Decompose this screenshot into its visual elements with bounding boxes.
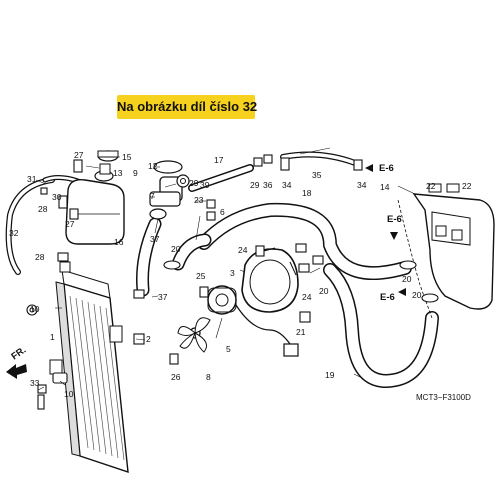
- callout-2: 2: [146, 334, 151, 344]
- diagram-code: MCT3−F3100D: [416, 393, 471, 402]
- ref-e6-top-label: E-6: [379, 163, 394, 174]
- callout-24-a: 24: [238, 245, 248, 255]
- callout-28-a: 28: [38, 204, 48, 214]
- callout-3: 3: [230, 268, 235, 278]
- callout-1: 1: [50, 332, 55, 342]
- ref-e6-mid-label: E-6: [387, 214, 402, 225]
- callout-14: 14: [380, 182, 390, 192]
- callout-30: 30: [52, 192, 62, 202]
- hose-20-elbow: [171, 233, 212, 271]
- callout-8: 8: [206, 372, 211, 382]
- callout-16: 16: [114, 237, 124, 247]
- callout-34-b: 34: [357, 180, 367, 190]
- callout-37-a: 37: [150, 234, 160, 244]
- callout-26: 26: [171, 372, 181, 382]
- callout-34-a: 34: [282, 180, 292, 190]
- front-marker-label: FR.: [9, 345, 28, 363]
- callout-37-b: 37: [158, 292, 168, 302]
- dashed-boundary: [397, 199, 433, 319]
- callout-32: 32: [9, 228, 19, 238]
- callout-21: 21: [296, 327, 306, 337]
- callout-39: 39: [200, 180, 210, 190]
- ref-e6-top: E-6: [365, 163, 394, 174]
- reserve-tank: [65, 163, 125, 245]
- callout-24-b: 24: [302, 292, 312, 302]
- callout-15: 15: [122, 152, 132, 162]
- callout-23: 23: [194, 195, 204, 205]
- callout-29-a: 29: [189, 178, 199, 188]
- callout-12: 12: [148, 161, 158, 171]
- fan-motor: [207, 285, 299, 357]
- callout-13: 13: [113, 168, 123, 178]
- fan-blade: [177, 317, 211, 353]
- hose-35: [280, 151, 358, 166]
- callout-27-b: 27: [65, 219, 75, 229]
- callout-18: 18: [302, 188, 312, 198]
- callout-25: 25: [196, 271, 206, 281]
- callout-17: 17: [214, 155, 224, 165]
- hose-17: [188, 164, 254, 192]
- callout-6: 6: [220, 207, 225, 217]
- callout-10-b: 10: [64, 389, 74, 399]
- callout-22-a: 22: [426, 181, 436, 191]
- fasteners: [26, 154, 439, 410]
- callout-22-b: 22: [462, 181, 472, 191]
- hose-19-lower: [323, 263, 439, 388]
- fan-shroud: [241, 247, 299, 313]
- callout-35: 35: [312, 170, 322, 180]
- callout-5: 5: [226, 344, 231, 354]
- callout-19: 19: [325, 370, 335, 380]
- callout-numbers: 1 2 3 5 6 7 8 9 10 10 12 13 14 15 16 17 …: [9, 150, 472, 399]
- part-number-banner: Na obrázku díl číslo 32: [117, 95, 257, 119]
- radiator-side-cover: [412, 183, 495, 310]
- thermostat-housing: [149, 160, 190, 220]
- front-arrow: FR.: [6, 345, 28, 379]
- callout-20-d: 20: [412, 290, 422, 300]
- ref-e6-low-label: E-6: [380, 292, 395, 303]
- cap-15: [97, 150, 119, 162]
- radiator: [49, 261, 129, 474]
- callout-20-a: 20: [171, 244, 181, 254]
- hose-16: [136, 217, 162, 297]
- hose-18-upper: [197, 202, 412, 281]
- leader-lines: [35, 147, 416, 391]
- ref-e6-mid: E-6: [387, 214, 402, 240]
- hose-32: [5, 177, 55, 275]
- callout-29-b: 29: [250, 180, 260, 190]
- callout-20-c: 20: [402, 274, 412, 284]
- callout-36: 36: [263, 180, 273, 190]
- callout-27-a: 27: [74, 150, 84, 160]
- callout-9: 9: [133, 168, 138, 178]
- callout-7: 7: [150, 191, 155, 201]
- callout-31: 31: [27, 174, 37, 184]
- callout-20-b: 20: [319, 286, 329, 296]
- ref-e6-low: E-6: [380, 288, 406, 303]
- callout-33: 33: [30, 378, 40, 388]
- callout-10-a: 10: [30, 304, 40, 314]
- callout-28-b: 28: [35, 252, 45, 262]
